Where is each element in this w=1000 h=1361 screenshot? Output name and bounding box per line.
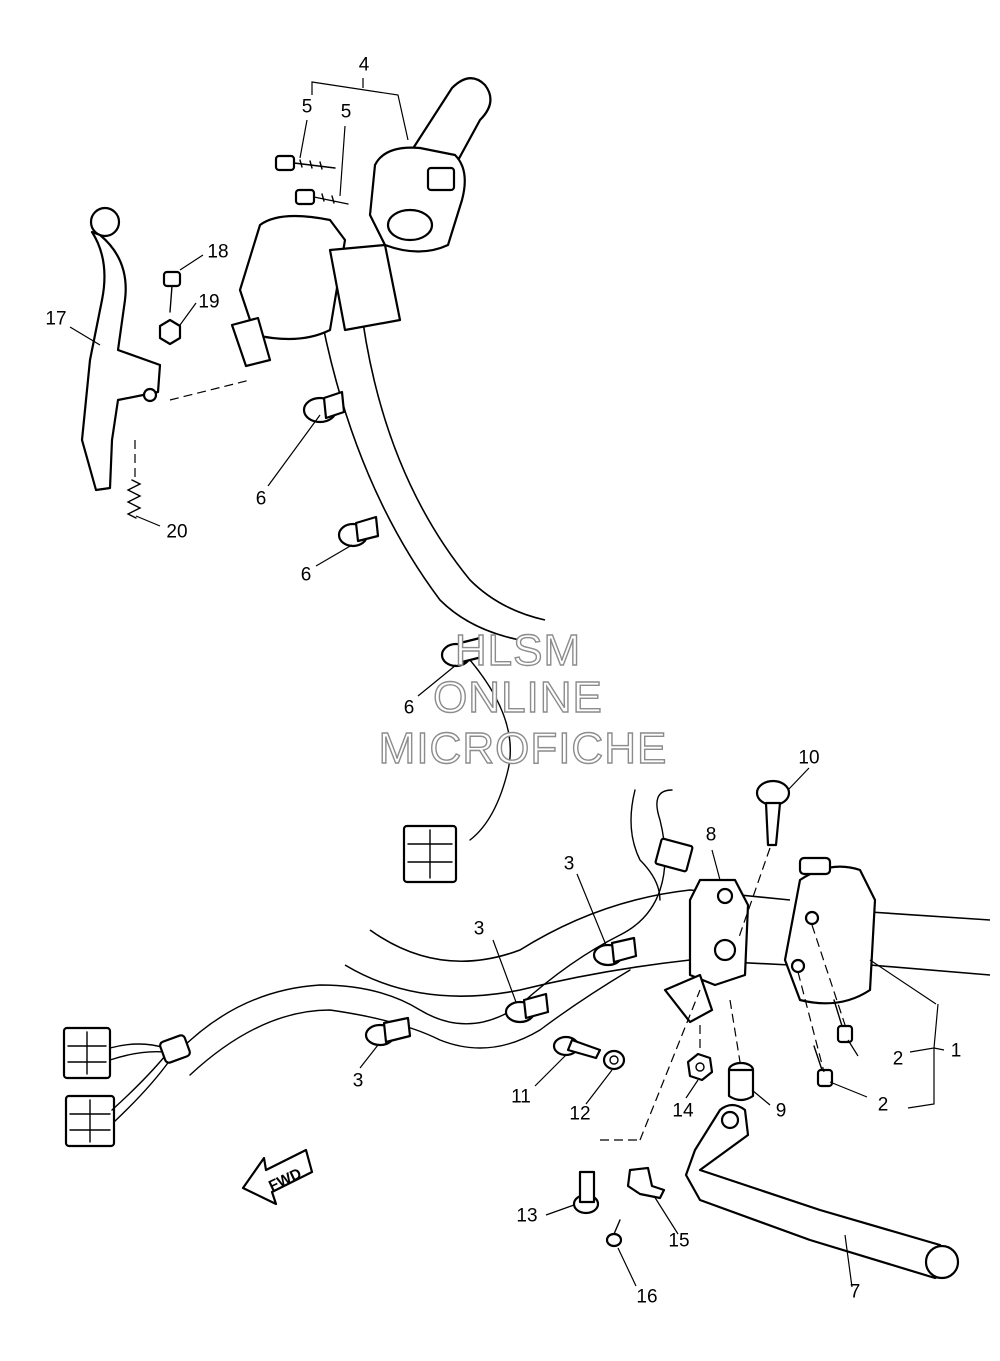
callout-3-left: 3 bbox=[353, 1071, 364, 1092]
callout-2-lower: 2 bbox=[878, 1095, 889, 1116]
left-handlebar-assembly bbox=[80, 77, 546, 884]
callout-16: 16 bbox=[636, 1287, 657, 1308]
callout-2-upper: 2 bbox=[893, 1049, 904, 1070]
callout-6-lower: 6 bbox=[404, 698, 415, 719]
callout-labels: 4 5 5 18 19 17 20 6 6 6 10 8 3 3 3 1 2 2… bbox=[45, 55, 961, 1308]
cable-clamp-3b bbox=[504, 992, 550, 1024]
cable-clamp-3a bbox=[364, 1016, 412, 1047]
right-connector-lower bbox=[64, 1094, 116, 1148]
callout-17: 17 bbox=[45, 309, 66, 330]
callout-13: 13 bbox=[516, 1206, 537, 1227]
left-connector bbox=[402, 824, 458, 884]
right-handlebar-tube bbox=[369, 889, 791, 963]
watermark: HLSM ONLINE MICROFICHE bbox=[378, 625, 668, 773]
left-handlebar-tube bbox=[317, 299, 521, 641]
clutch-lever bbox=[80, 206, 162, 492]
callout-18: 18 bbox=[207, 242, 228, 263]
right-handlebar-assembly bbox=[62, 779, 991, 1280]
fwd-direction-arrow: FWD bbox=[241, 1148, 314, 1206]
switch-screw-2a bbox=[833, 999, 854, 1044]
callout-3-right: 3 bbox=[564, 854, 575, 875]
switch-connector bbox=[654, 837, 694, 873]
screw-16 bbox=[605, 1219, 623, 1248]
callout-20: 20 bbox=[166, 522, 187, 543]
callout-6-middle: 6 bbox=[301, 565, 312, 586]
callout-19: 19 bbox=[198, 292, 219, 313]
callout-7: 7 bbox=[850, 1282, 861, 1303]
left-wire-harness bbox=[469, 659, 511, 841]
screw-13 bbox=[572, 1170, 600, 1215]
callout-15: 15 bbox=[668, 1231, 689, 1252]
lever-pivot-nut bbox=[158, 318, 182, 346]
washer-12 bbox=[602, 1049, 626, 1071]
callout-12: 12 bbox=[569, 1104, 590, 1125]
watermark-line-2: ONLINE bbox=[433, 673, 603, 722]
left-switch-housing bbox=[368, 146, 466, 253]
adjuster-bolt-11 bbox=[552, 1035, 602, 1060]
callout-8: 8 bbox=[706, 825, 717, 846]
callout-3-middle: 3 bbox=[474, 919, 485, 940]
cable-clamp-lower bbox=[440, 636, 484, 668]
callout-5-right: 5 bbox=[341, 102, 352, 123]
callout-5-left: 5 bbox=[302, 97, 313, 118]
callout-10: 10 bbox=[798, 748, 819, 769]
callout-11: 11 bbox=[511, 1087, 531, 1108]
callout-14: 14 bbox=[672, 1101, 694, 1122]
left-lever-bracket bbox=[230, 214, 402, 368]
lever-holder bbox=[663, 878, 750, 1024]
callout-1: 1 bbox=[951, 1041, 962, 1062]
cable-clamp-3c bbox=[592, 936, 638, 967]
brake-switch-15 bbox=[626, 1166, 666, 1200]
lever-spring bbox=[126, 479, 142, 519]
nut-14 bbox=[686, 1052, 714, 1082]
leader-lines bbox=[69, 78, 945, 1288]
right-switch-housing bbox=[783, 856, 877, 1005]
cable-clamp-upper bbox=[302, 390, 346, 424]
collar-9 bbox=[727, 1061, 755, 1102]
callout-9: 9 bbox=[776, 1101, 787, 1122]
arrow-left-icon bbox=[241, 1148, 314, 1206]
watermark-line-1: HLSM bbox=[455, 626, 581, 675]
switch-screw-lower bbox=[294, 188, 349, 206]
callout-6-upper: 6 bbox=[256, 489, 267, 510]
lever-pivot-bolt-10 bbox=[755, 779, 791, 847]
switch-screw-upper bbox=[274, 154, 336, 172]
cable-clamp-middle bbox=[337, 515, 380, 548]
brake-lever bbox=[684, 1103, 960, 1280]
right-connector-upper bbox=[62, 1026, 112, 1080]
callout-4: 4 bbox=[359, 55, 370, 76]
switch-screw-2b bbox=[813, 1045, 834, 1088]
watermark-line-3: MICROFICHE bbox=[379, 724, 668, 773]
lever-pivot-bolt bbox=[162, 270, 182, 313]
